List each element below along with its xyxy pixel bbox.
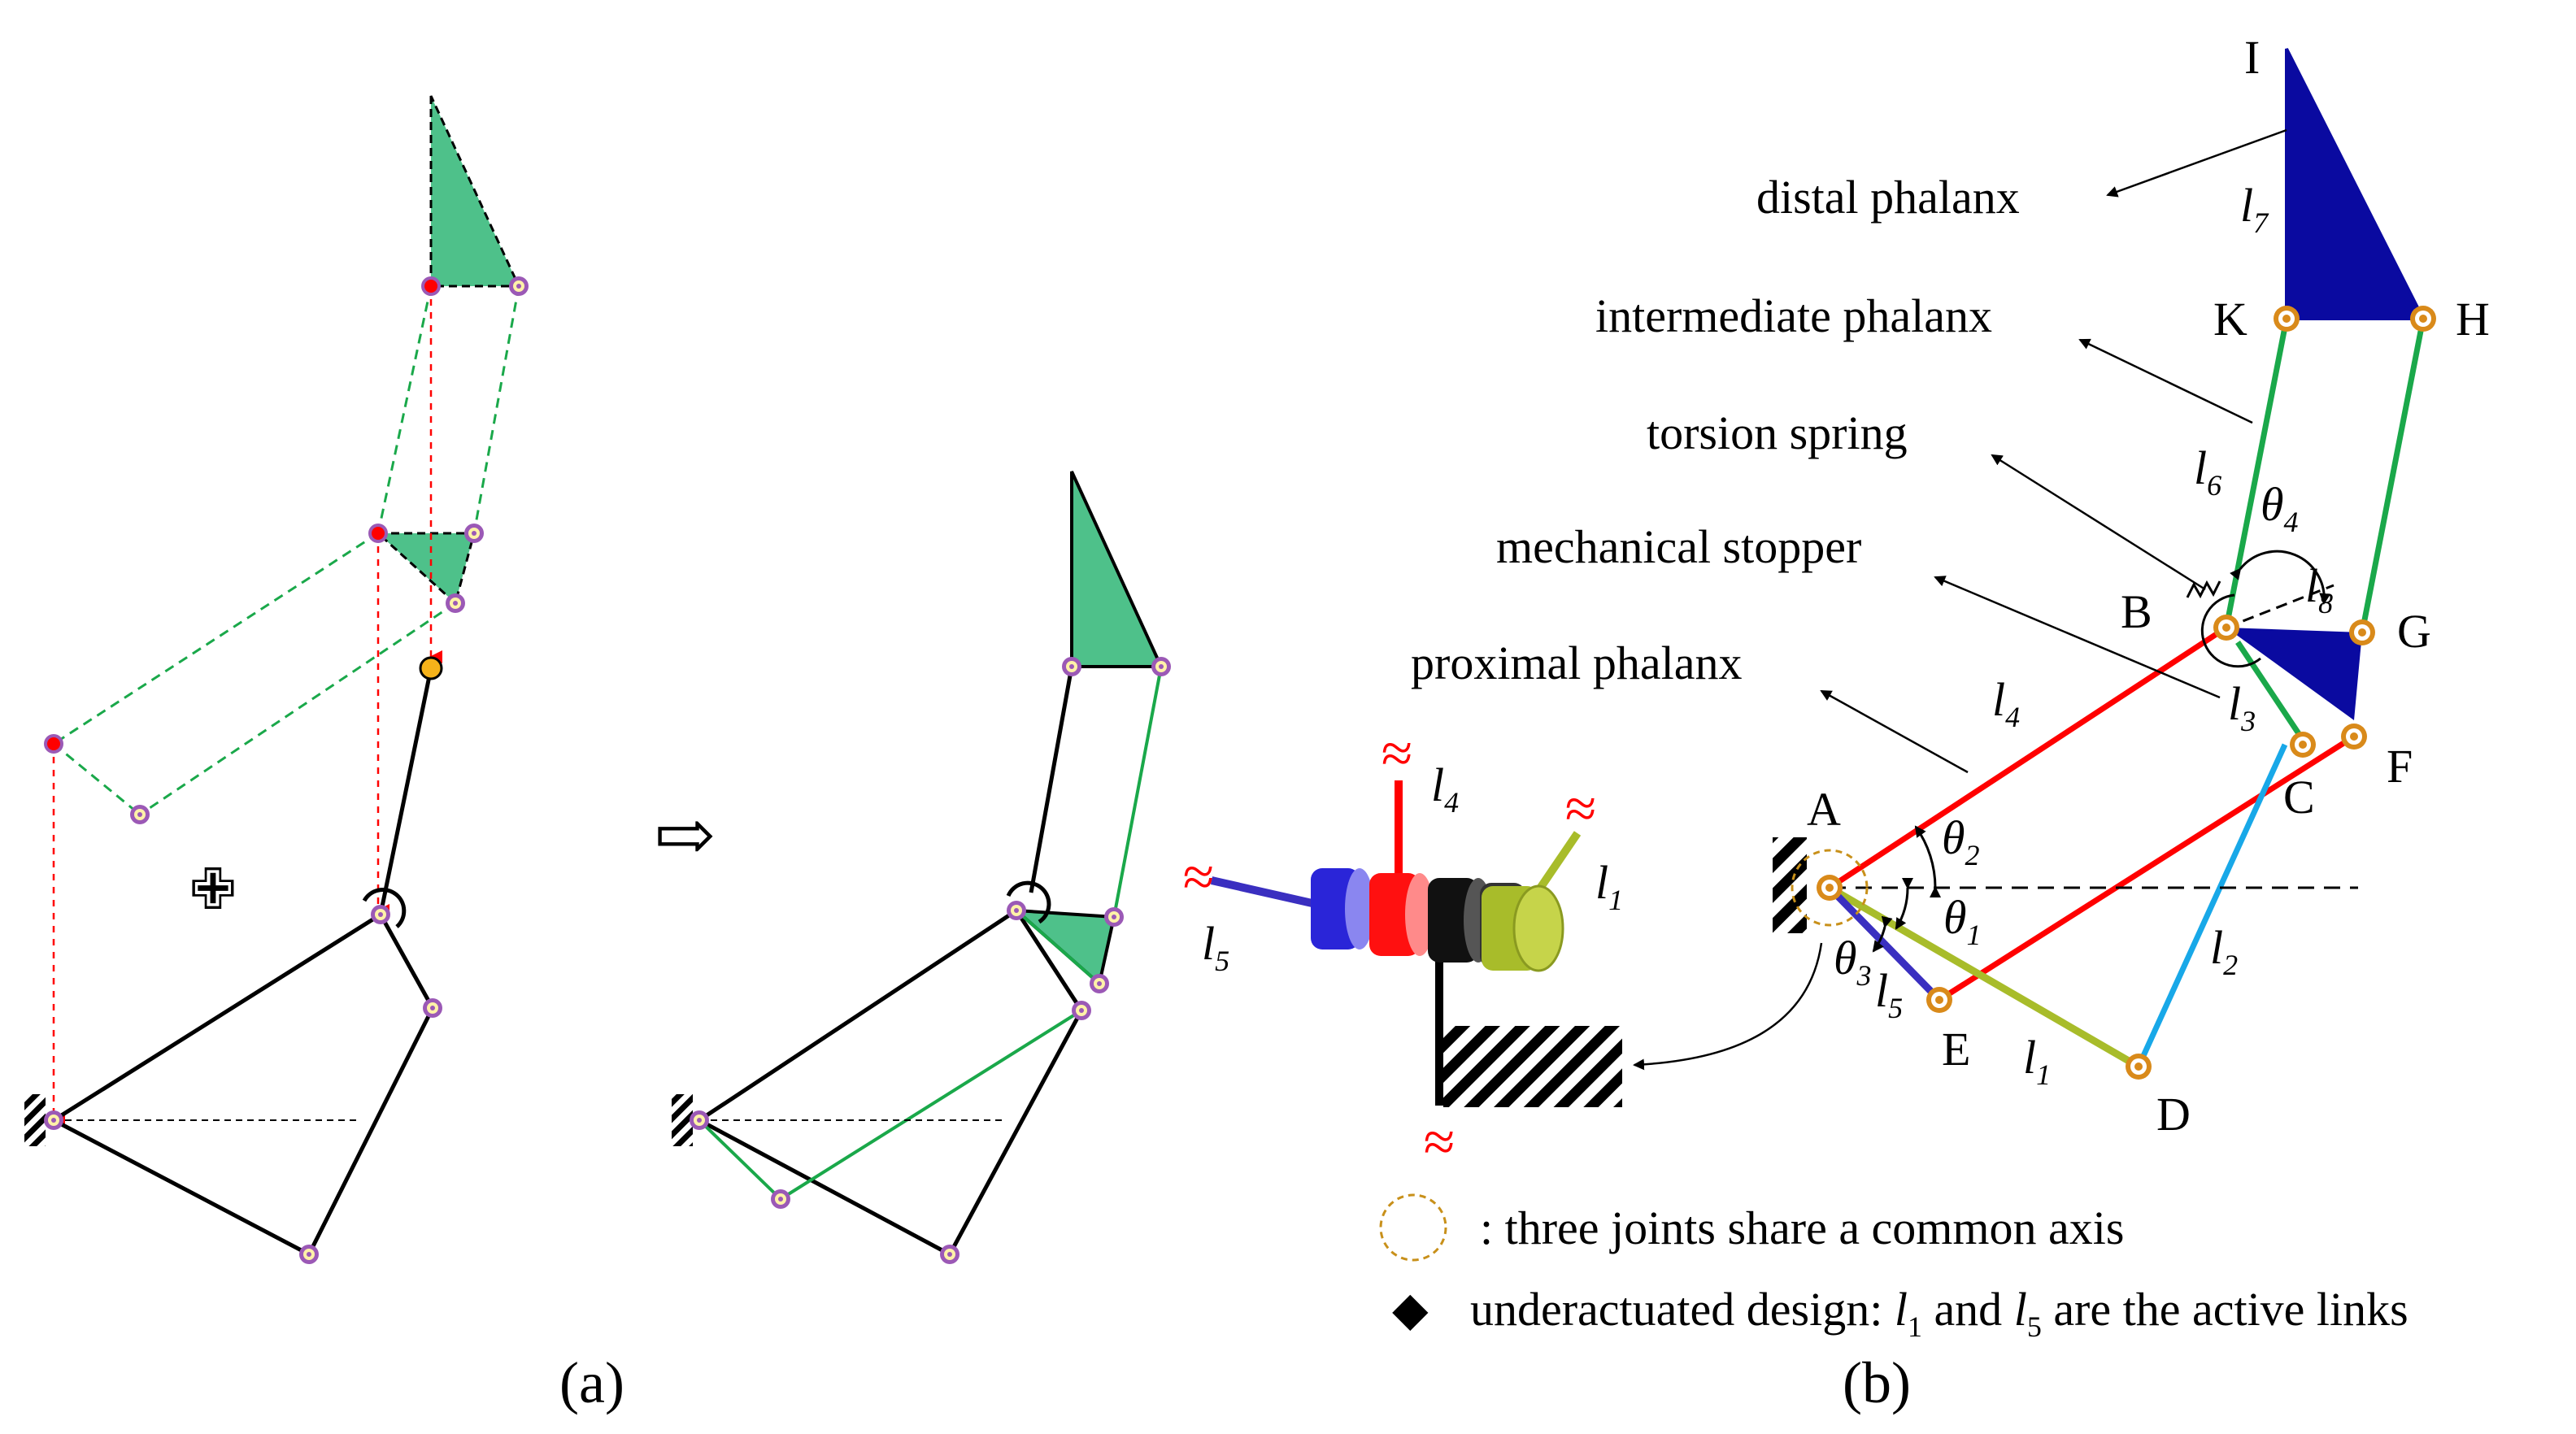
- joint: [299, 1245, 319, 1264]
- label-theta3: θ3: [1834, 932, 1872, 992]
- label-torsion-spring: torsion spring: [1647, 406, 1908, 459]
- panel-a-left-linkage: ✙: [24, 95, 529, 1264]
- joint: [371, 905, 390, 924]
- joint-G: [2349, 619, 2375, 645]
- distal-phalanx: [1070, 471, 1164, 668]
- coaxial-joint-stack: ≈ ≈ ≈ ≈ l4 l1 l5: [1183, 723, 1823, 1174]
- point-label-I: I: [2244, 31, 2260, 84]
- ground-block: [1443, 1026, 1622, 1107]
- joint-B: [2213, 615, 2239, 641]
- label-l8: l8: [2305, 559, 2333, 619]
- point-label-C: C: [2283, 771, 2315, 823]
- label-theta4: θ4: [2261, 478, 2299, 538]
- legend-common-axis: : three joints share a common axis: [1480, 1202, 2124, 1254]
- joint: [1151, 657, 1171, 676]
- joint: [1104, 907, 1124, 927]
- label-l7: l7: [2240, 179, 2269, 239]
- ghost-links: [53, 285, 520, 816]
- point-labels: I K H B G F C A E D: [1807, 31, 2490, 1141]
- ground-hatch-b: [1773, 837, 1807, 933]
- point-label-F: F: [2387, 740, 2413, 793]
- point-label-E: E: [1942, 1023, 1970, 1076]
- ghost-middle-triangle: [375, 532, 476, 606]
- joint-E: [1926, 987, 1952, 1013]
- joint: [368, 524, 388, 543]
- point-label-A: A: [1807, 783, 1841, 836]
- label-intermediate-phalanx: intermediate phalanx: [1595, 289, 1992, 342]
- plus-icon: ✙: [189, 859, 237, 922]
- axis-break-icon: ≈: [1183, 846, 1214, 909]
- joint-orange: [419, 656, 443, 680]
- diamond-icon: ◆: [1392, 1283, 1429, 1336]
- mechanical-stopper: [2200, 593, 2261, 668]
- joint-H: [2410, 306, 2436, 332]
- joint: [423, 998, 442, 1018]
- legend-underactuated: underactuated design: l1 and l5 are the …: [1470, 1283, 2408, 1343]
- joint: [940, 1245, 959, 1264]
- label-distal-phalanx: distal phalanx: [1756, 171, 2020, 224]
- label-l1-stack: l1: [1595, 856, 1623, 916]
- solid-links: [52, 667, 435, 1257]
- joint: [690, 1110, 709, 1130]
- link-labels: l7 l6 l8 l3 l4 l2 l5 l1: [1875, 179, 2333, 1091]
- ground-hatch: [672, 1094, 693, 1146]
- axis-break-icon: ≈: [1382, 723, 1412, 785]
- common-axis-circle: [1791, 849, 1869, 927]
- ghost-distal-phalanx: [429, 95, 521, 288]
- point-label-D: D: [2156, 1088, 2191, 1141]
- label-l2: l2: [2210, 921, 2238, 981]
- joint: [1062, 657, 1081, 676]
- joint-K: [2274, 306, 2300, 332]
- label-proximal-phalanx: proximal phalanx: [1411, 637, 1743, 689]
- joint-A: [1817, 875, 1843, 901]
- joint: [44, 1110, 63, 1130]
- legend: : three joints share a common axis ◆ und…: [1379, 1193, 2408, 1343]
- joint: [771, 1189, 790, 1209]
- label-l6: l6: [2194, 441, 2221, 502]
- point-label-G: G: [2397, 605, 2431, 658]
- annotation-arrows: [1820, 128, 2287, 774]
- label-theta1: θ1: [1943, 891, 1982, 951]
- joint: [421, 276, 441, 296]
- point-label-H: H: [2456, 293, 2490, 345]
- label-l1: l1: [2023, 1031, 2051, 1091]
- caption-a: (a): [559, 1350, 624, 1415]
- joint: [130, 805, 150, 824]
- common-axis-legend-icon: [1379, 1193, 1447, 1262]
- joint: [446, 593, 465, 613]
- projection-lines: [52, 286, 442, 1124]
- label-l4-stack: l4: [1431, 758, 1459, 819]
- label-l5-stack: l5: [1202, 917, 1229, 977]
- joint-D: [2126, 1054, 2152, 1080]
- panel-a-right-linkage: [672, 471, 1171, 1264]
- distal-phalanx-b: [2285, 48, 2426, 320]
- ground-hatch: [24, 1094, 46, 1146]
- label-theta2: θ2: [1942, 811, 1980, 871]
- joint: [1090, 974, 1109, 993]
- panel-b-mechanism: [1773, 48, 2436, 1080]
- right-arrow-icon: ⇨: [654, 796, 715, 876]
- point-label-K: K: [2213, 293, 2247, 345]
- label-l3: l3: [2228, 677, 2256, 737]
- joint-C: [2290, 732, 2316, 758]
- point-label-B: B: [2121, 585, 2152, 638]
- joint: [1007, 901, 1026, 920]
- joint: [509, 276, 529, 296]
- caption-b: (b): [1843, 1350, 1911, 1415]
- joint-F: [2341, 724, 2367, 750]
- label-mechanical-stopper: mechanical stopper: [1496, 520, 1861, 573]
- label-l5: l5: [1875, 964, 1903, 1024]
- axis-break-icon: ≈: [1565, 778, 1596, 841]
- annotation-labels: distal phalanx intermediate phalanx tors…: [1411, 171, 2020, 689]
- joint: [1072, 1001, 1091, 1020]
- joint: [44, 734, 63, 754]
- intermediate-triangle: [2226, 628, 2362, 720]
- joint: [464, 524, 484, 543]
- label-l4: l4: [1992, 673, 2020, 733]
- axis-break-icon: ≈: [1424, 1111, 1455, 1174]
- angle-labels: θ4 θ2 θ1 θ3: [1834, 478, 2299, 992]
